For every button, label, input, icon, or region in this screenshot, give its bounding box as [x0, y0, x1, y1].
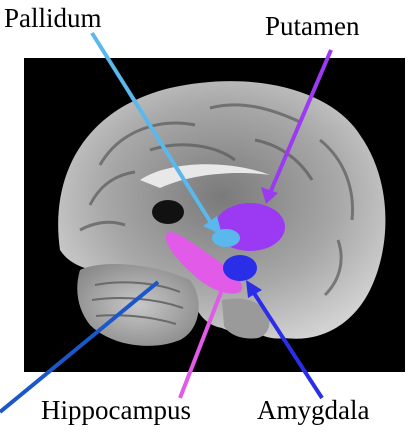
ventricle	[152, 200, 184, 224]
amygdala-region	[223, 255, 257, 281]
label-putamen: Putamen	[265, 13, 360, 40]
label-amygdala: Amygdala	[257, 397, 369, 424]
label-hippocampus: Hippocampus	[41, 397, 191, 424]
label-pallidum: Pallidum	[4, 5, 102, 32]
